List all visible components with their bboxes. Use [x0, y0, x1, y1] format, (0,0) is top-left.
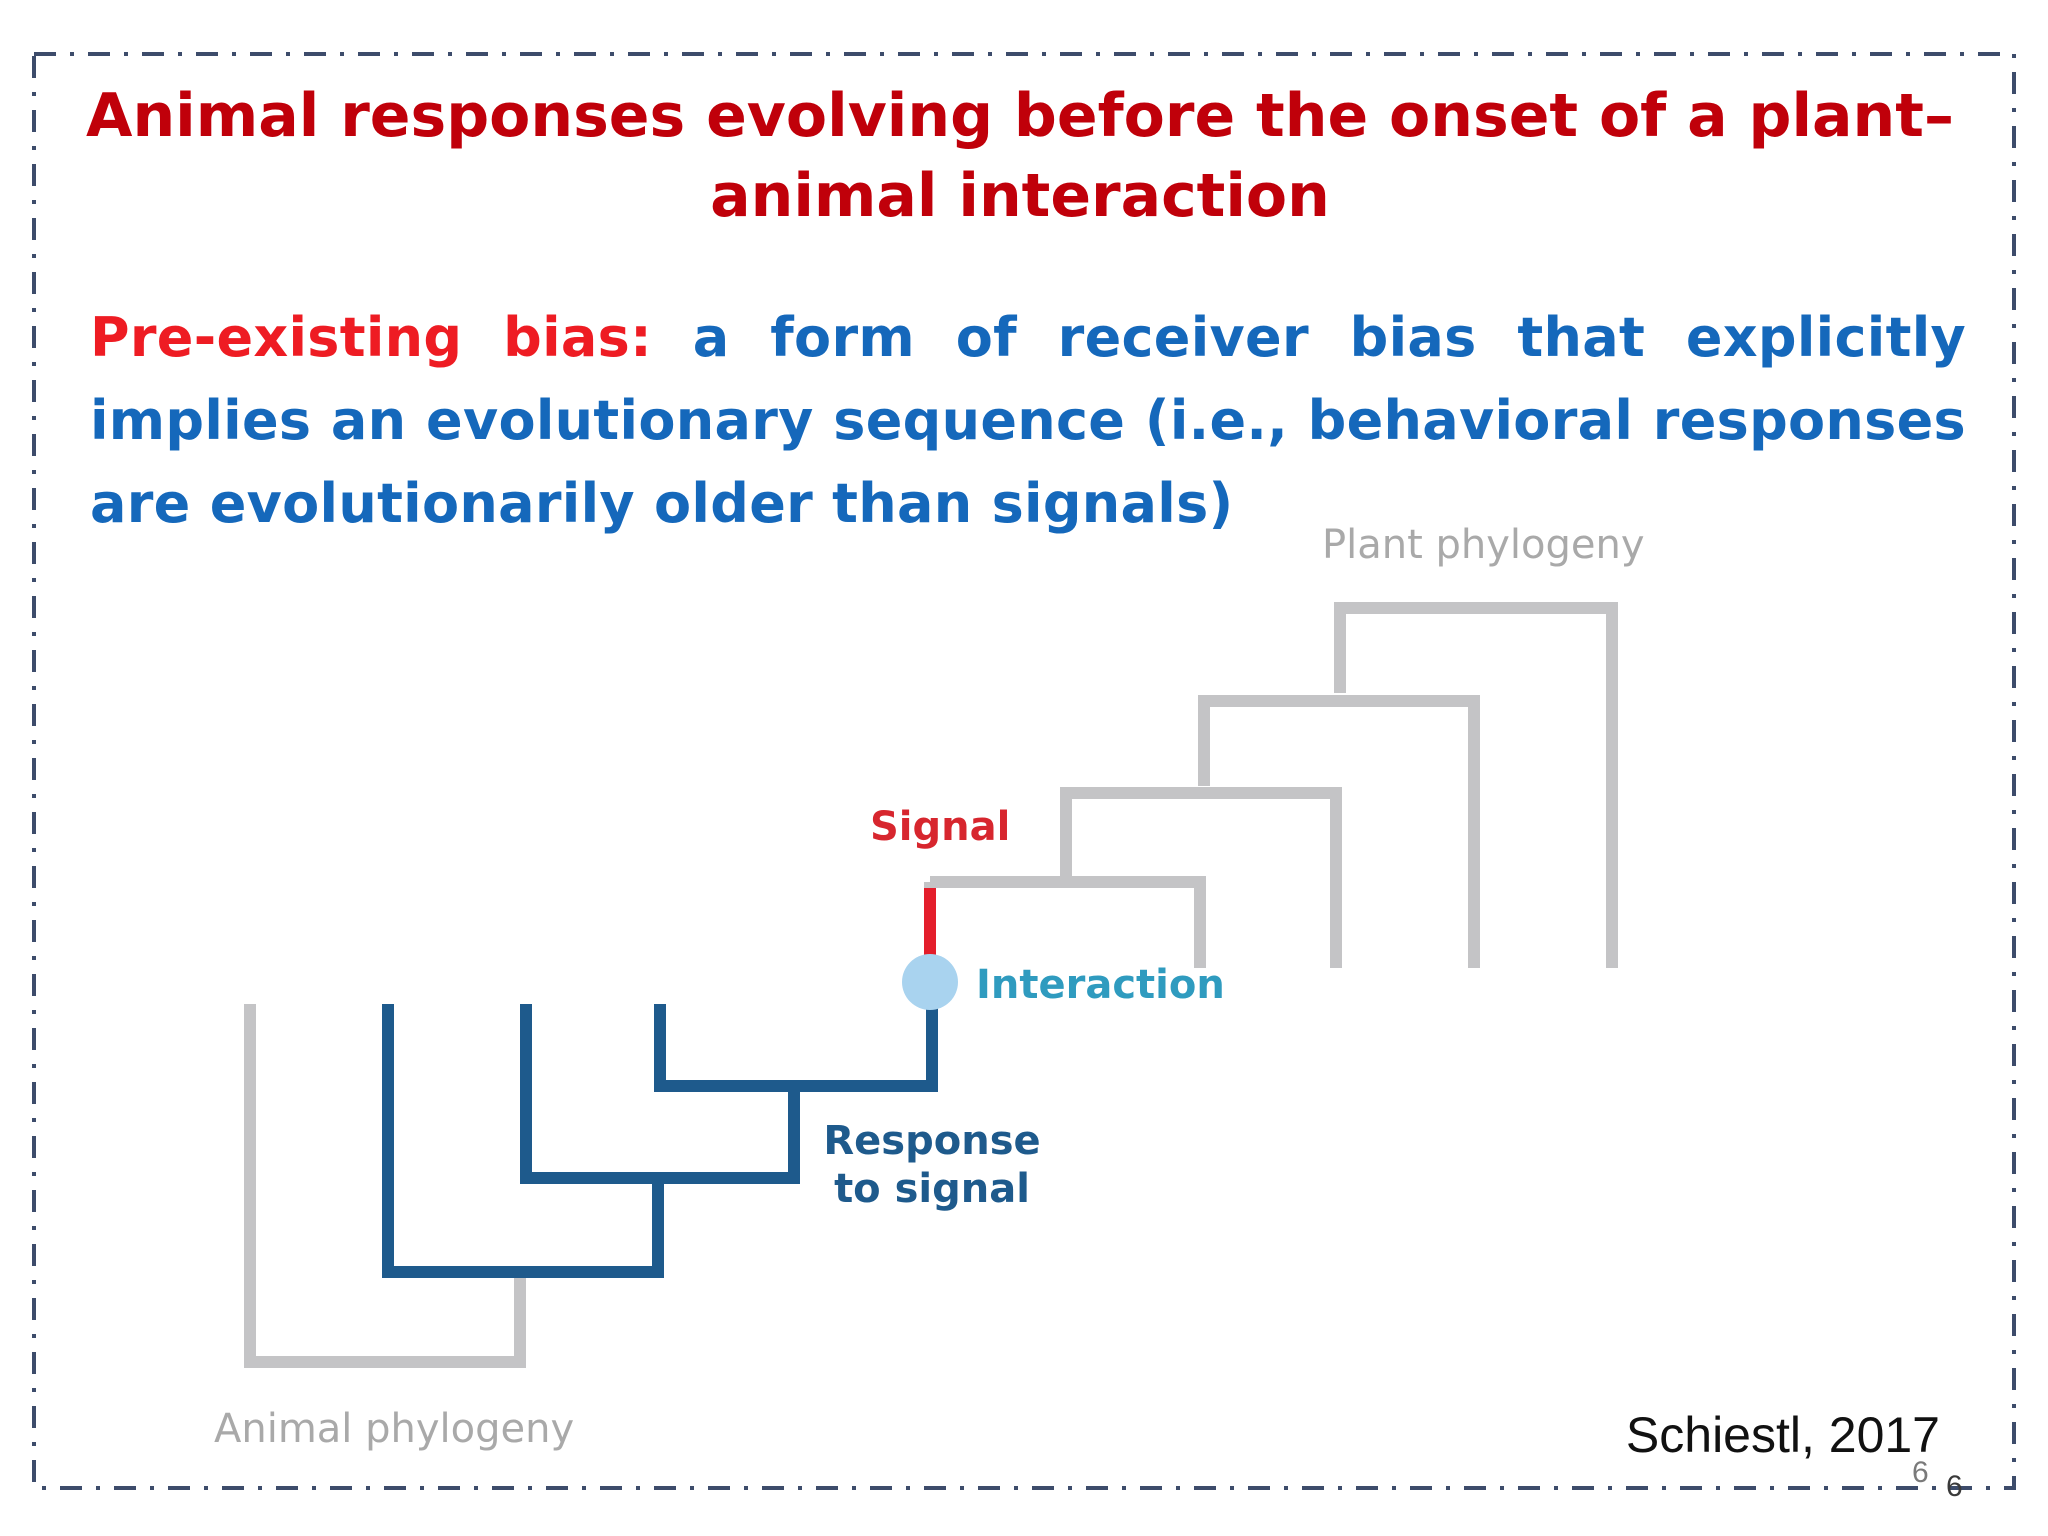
interaction-dot	[902, 954, 958, 1010]
signal-label: Signal	[870, 804, 1010, 850]
animal-phylogeny-label: Animal phylogeny	[214, 1406, 574, 1452]
page-number: 6	[1912, 1456, 1929, 1489]
animal-clade-3	[654, 994, 938, 1092]
definition-term: Pre-existing bias:	[90, 306, 652, 369]
plant-phylogeny-label: Plant phylogeny	[1322, 522, 1645, 568]
slide-title: Animal responses evolving before the ons…	[86, 81, 1954, 231]
animal-phylogeny-tree	[382, 994, 938, 1278]
animal-outgroup-branch	[244, 1004, 526, 1368]
plant-clade-4	[1334, 602, 1618, 968]
definition-text: a form of receiver bias that explicitly …	[90, 306, 1966, 535]
plant-clade-1	[930, 876, 1206, 968]
animal-clade-1	[382, 1004, 664, 1278]
plant-clade-2	[1060, 787, 1342, 968]
definition-paragraph: Pre-existing bias: a form of receiver bi…	[90, 296, 1966, 545]
plant-clade-3	[1198, 695, 1480, 968]
plant-phylogeny-tree	[924, 602, 1618, 968]
page-number-overlay: 6	[1946, 1470, 1963, 1503]
citation: Schiestl, 2017	[1625, 1407, 1940, 1463]
dashed-border	[32, 52, 2016, 1490]
response-label-line1: Response	[823, 1118, 1040, 1164]
animal-clade-2	[520, 1004, 800, 1184]
response-label-line2: to signal	[834, 1166, 1030, 1212]
interaction-label: Interaction	[976, 962, 1225, 1008]
